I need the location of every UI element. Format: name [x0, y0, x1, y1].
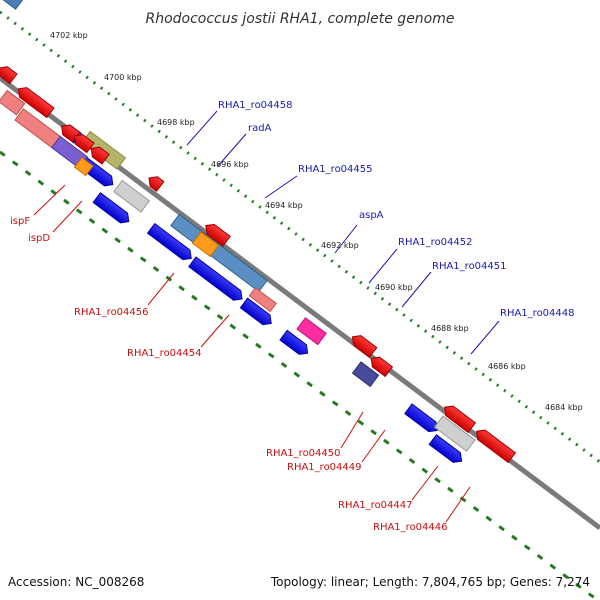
- gene-reverse[interactable]: [73, 156, 94, 177]
- gene-forward[interactable]: [433, 415, 476, 452]
- gene-forward[interactable]: [92, 192, 132, 227]
- gene-reverse[interactable]: [145, 173, 165, 192]
- gene-forward[interactable]: [279, 329, 311, 358]
- gene-label-forward[interactable]: RHA1_ro04452: [398, 237, 473, 248]
- gene-label-forward[interactable]: RHA1_ro04458: [218, 100, 293, 111]
- ruler-upper: [0, 10, 600, 464]
- gene-reverse[interactable]: [0, 63, 18, 85]
- gene-forward[interactable]: [170, 213, 268, 293]
- gene-label-reverse[interactable]: RHA1_ro04449: [287, 462, 362, 473]
- gene-label-reverse[interactable]: ispF: [10, 216, 30, 227]
- gene-forward[interactable]: [248, 287, 277, 313]
- gene-forward[interactable]: [146, 222, 195, 264]
- accession-text: Accession: NC_008268: [8, 575, 144, 589]
- gene-label-reverse[interactable]: RHA1_ro04456: [74, 307, 149, 318]
- gene-reverse[interactable]: [0, 89, 26, 116]
- gene-reverse[interactable]: [88, 144, 110, 165]
- ruler-lower: [0, 150, 600, 600]
- tick-label: 4684 kbp: [545, 403, 583, 412]
- tick-label: 4696 kbp: [211, 160, 249, 169]
- gene-forward[interactable]: [428, 434, 465, 466]
- gene-reverse[interactable]: [441, 402, 477, 434]
- gene-reverse[interactable]: [14, 108, 61, 149]
- tick-label: 4702 kbp: [50, 31, 88, 40]
- gene-reverse[interactable]: [368, 354, 394, 378]
- forward-leaders: [186, 110, 500, 355]
- gene-forward[interactable]: [0, 0, 24, 10]
- gene-reverse[interactable]: [191, 231, 220, 258]
- tick-label: 4698 kbp: [157, 118, 195, 127]
- reverse-leaders: [33, 184, 471, 523]
- gene-reverse[interactable]: [473, 426, 517, 464]
- gene-reverse[interactable]: [71, 131, 95, 154]
- gene-label-forward[interactable]: RHA1_ro04455: [298, 164, 373, 175]
- gene-label-reverse[interactable]: RHA1_ro04450: [266, 448, 341, 459]
- gene-forward[interactable]: [188, 256, 246, 304]
- gene-reverse[interactable]: [351, 361, 380, 388]
- gene-reverse[interactable]: [349, 332, 378, 358]
- topology-text: Topology: linear; Length: 7,804,765 bp; …: [270, 575, 590, 589]
- gene-label-forward[interactable]: radA: [248, 123, 272, 134]
- tick-label: 4694 kbp: [265, 201, 303, 210]
- gene-reverse[interactable]: [202, 221, 231, 247]
- gene-forward[interactable]: [239, 297, 274, 328]
- tick-label: 4690 kbp: [375, 283, 413, 292]
- gene-forward[interactable]: [404, 403, 441, 435]
- tick-label: 4686 kbp: [488, 362, 526, 371]
- map-title: Rhodococcus jostii RHA1, complete genome: [145, 11, 454, 27]
- gene-label-reverse[interactable]: RHA1_ro04454: [127, 348, 202, 359]
- gene-forward[interactable]: [296, 317, 327, 346]
- forward-genes: [0, 0, 476, 466]
- reverse-genes: [0, 63, 517, 464]
- gene-reverse[interactable]: [15, 84, 55, 119]
- gene-label-forward[interactable]: aspA: [359, 210, 384, 221]
- gene-label-forward[interactable]: RHA1_ro04451: [432, 261, 507, 272]
- gene-label-reverse[interactable]: ispD: [28, 233, 50, 244]
- gene-label-reverse[interactable]: RHA1_ro04446: [373, 522, 448, 533]
- gene-label-forward[interactable]: RHA1_ro04448: [500, 308, 575, 319]
- gene-label-reverse[interactable]: RHA1_ro04447: [338, 500, 413, 511]
- tick-label: 4688 kbp: [431, 324, 469, 333]
- gene-forward[interactable]: [113, 179, 151, 213]
- tick-label: 4692 kbp: [321, 241, 359, 250]
- tick-label: 4700 kbp: [104, 73, 142, 82]
